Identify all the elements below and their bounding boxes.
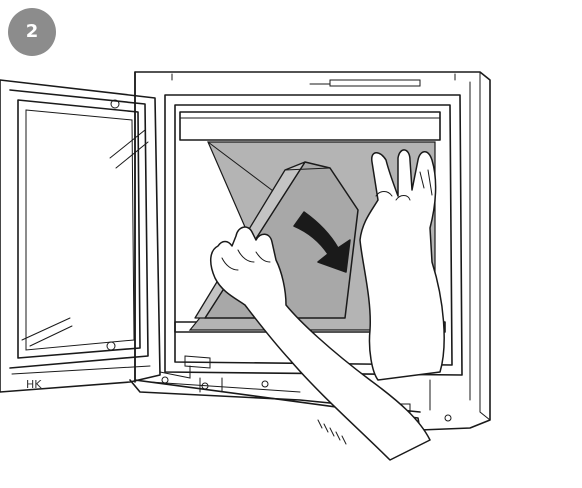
- door-label: HK: [26, 378, 42, 391]
- step-number-badge: 2: [8, 8, 56, 56]
- open-door: [0, 79, 161, 393]
- stove-body: [134, 71, 491, 431]
- left-hand: [210, 226, 431, 461]
- stove-opening-frame: [164, 94, 463, 376]
- curved-arrow-icon: [293, 211, 351, 273]
- right-hand: [359, 149, 445, 381]
